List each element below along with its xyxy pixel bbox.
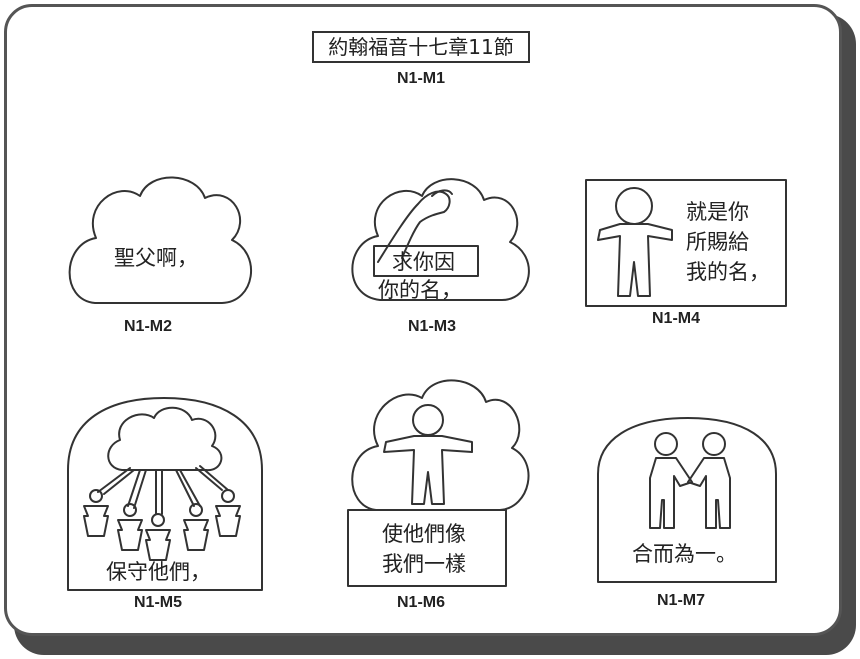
panel-text-m6-line2: 我們一樣 — [382, 552, 466, 576]
panel-text-m3-line1: 求你因 — [392, 250, 455, 274]
flexed-arm-icon — [377, 189, 453, 263]
code-label-m2: N1-M2 — [124, 318, 173, 335]
connection-lines — [97, 465, 229, 515]
panel-text-m4-line2: 所賜給 — [686, 230, 749, 254]
panel-text-m4-line3: 我的名， — [686, 260, 770, 284]
page-title: 約翰福音十七章11節 — [312, 31, 530, 63]
panel-text-m4-line1: 就是你 — [686, 200, 749, 224]
code-label-m6: N1-M6 — [397, 594, 446, 611]
panel-frame — [597, 417, 777, 583]
code-label-m3: N1-M3 — [408, 318, 457, 335]
cloud-shape — [351, 379, 530, 511]
handshake-icon — [649, 432, 731, 529]
tree-icon — [107, 406, 223, 472]
text-box-outline — [373, 245, 479, 277]
panel-text-m6-line1: 使他們像 — [382, 522, 466, 546]
people-group-icon — [83, 489, 241, 561]
panel-text-m5: 保守他們， — [106, 560, 211, 584]
code-label-m7: N1-M7 — [657, 592, 706, 609]
panel-frame — [585, 179, 787, 307]
panel-text-m2: 聖父啊， — [114, 246, 198, 270]
code-label-m5: N1-M5 — [134, 594, 183, 611]
code-label-m4: N1-M4 — [652, 310, 701, 327]
person-icon — [383, 404, 473, 505]
cloud-shape — [351, 178, 530, 301]
person-icon — [597, 187, 673, 297]
panel-text-m7: 合而為一。 — [632, 542, 737, 566]
panel-frame — [67, 397, 263, 591]
panel-frame — [347, 509, 507, 587]
code-label-m1: N1-M1 — [397, 70, 446, 87]
cloud-shape — [68, 176, 253, 304]
panel-text-m3-line2: 你的名， — [378, 278, 462, 302]
